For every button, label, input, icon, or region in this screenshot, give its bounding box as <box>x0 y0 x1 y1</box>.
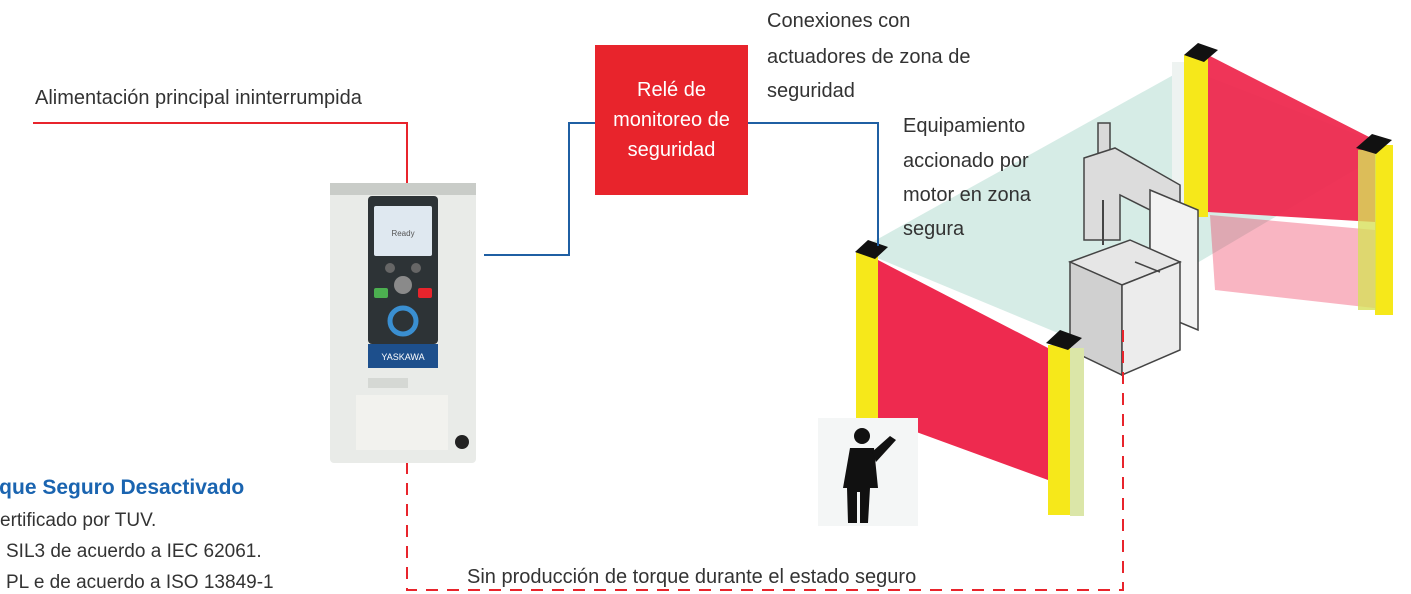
post-front-right-shade <box>1070 348 1084 516</box>
sto-line-ple: PL e de acuerdo a ISO 13849-1 <box>6 572 274 593</box>
post-right-cap <box>1356 134 1392 154</box>
main-power-label: Alimentación principal ininterrumpida <box>35 87 362 109</box>
post-back <box>1184 55 1208 217</box>
person-icon <box>818 418 918 526</box>
drive-brand: YASKAWA <box>381 352 424 362</box>
post-front-right-cap <box>1046 330 1082 350</box>
connections-label-line-1: Conexiones con <box>767 10 911 32</box>
relay-label-line-1: Relé de <box>637 79 706 101</box>
inverter-drive-icon: YASKAWA Ready <box>330 183 476 463</box>
connections-label-line-2: actuadores de zona de <box>767 46 971 68</box>
post-front-left-cap <box>855 240 888 259</box>
no-torque-label: Sin producción de torque durante el esta… <box>467 566 917 588</box>
post-right-shade <box>1358 150 1376 310</box>
equipment-label-line-3: motor en zona <box>903 184 1031 206</box>
relay-to-actuators-line <box>748 122 879 246</box>
equipment-label-line-1: Equipamiento <box>903 115 1026 137</box>
light-curtain-back-right-fade <box>1210 215 1392 310</box>
drive-to-relay-line <box>484 122 595 256</box>
light-curtain-back-right <box>1208 55 1375 222</box>
post-front-right <box>1048 345 1070 515</box>
sto-line-certified: ertificado por TUV. <box>0 510 157 531</box>
equipment-label-line-2: accionado por <box>903 150 1029 172</box>
post-right <box>1375 145 1393 315</box>
relay-label-line-3: seguridad <box>627 139 716 161</box>
relay-label-line-2: monitoreo de <box>613 109 730 131</box>
equipment-label-line-4: segura <box>903 218 965 240</box>
machine-press-icon <box>1067 122 1199 377</box>
safe-state-dashed-line <box>406 322 1124 591</box>
light-curtain-front <box>878 260 1048 480</box>
drive-screen-text: Ready <box>391 229 414 238</box>
post-back-cap <box>1184 43 1218 62</box>
connections-label-line-3: seguridad <box>767 80 855 102</box>
sto-line-sil3: SIL3 de acuerdo a IEC 62061. <box>6 541 262 562</box>
main-power-line <box>33 122 408 186</box>
post-front-left <box>856 252 878 422</box>
safety-relay-box: Relé de monitoreo de seguridad <box>595 45 748 195</box>
sto-title: rque Seguro Desactivado <box>0 476 245 499</box>
